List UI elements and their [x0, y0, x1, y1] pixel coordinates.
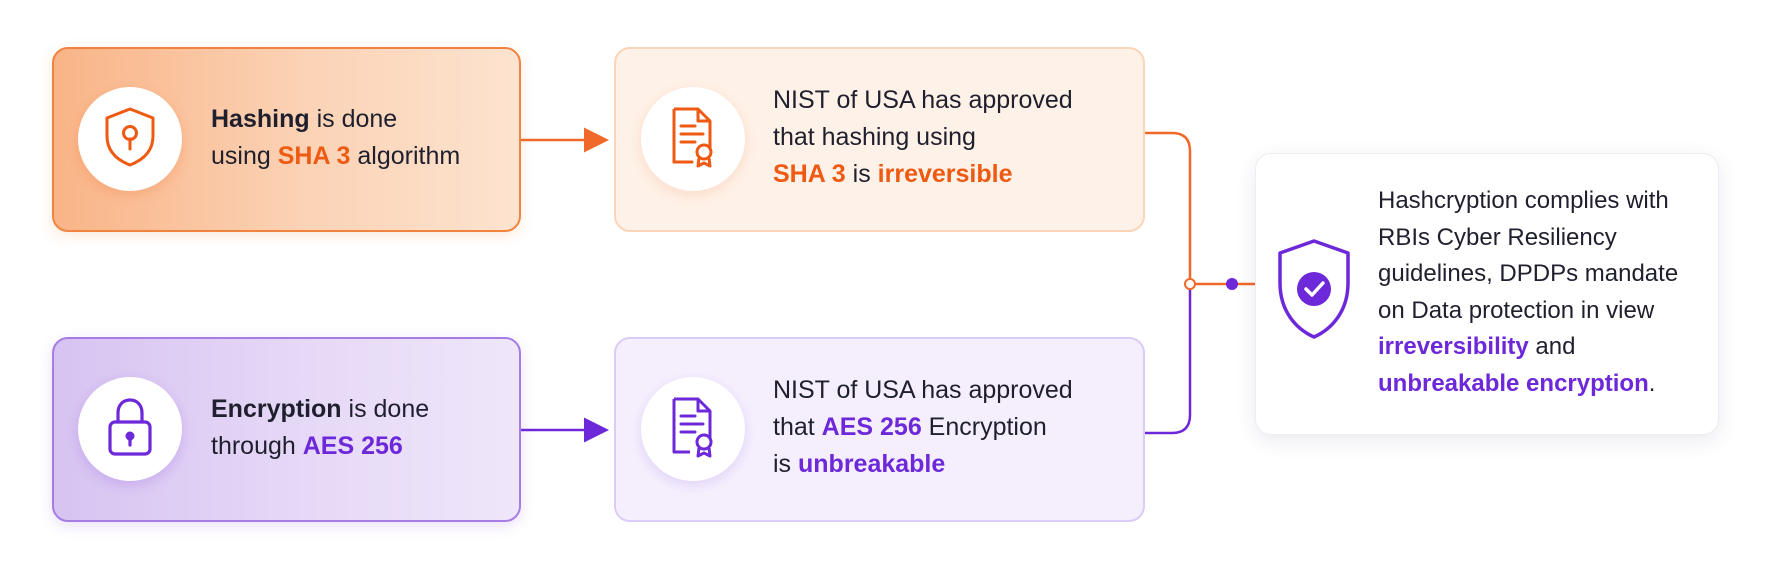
hashing-bold: Hashing: [211, 105, 310, 133]
nist-hashing-card: NIST of USA has approved that hashing us…: [614, 47, 1145, 232]
junction-dot-filled: [1226, 278, 1238, 290]
aes256-highlight: AES 256: [302, 432, 403, 460]
encryption-icon-circle: [78, 377, 182, 481]
junction-dot-open: [1184, 278, 1196, 290]
hashing-text: Hashing is done using SHA 3 algorithm: [211, 105, 461, 170]
nist-hash-icon-circle: [641, 87, 745, 191]
nist-enc-connector: [1145, 284, 1192, 435]
certificate-icon: [668, 106, 718, 173]
nist-enc-text: NIST of USA has approved that AES 256 En…: [773, 376, 1073, 478]
irreversible-highlight: irreversible: [877, 160, 1013, 188]
unbreakable-highlight: unbreakable: [798, 450, 946, 478]
hashing-icon-circle: [78, 87, 182, 191]
irreversibility-highlight: irreversibility: [1378, 333, 1529, 360]
encryption-bold: Encryption: [211, 395, 342, 423]
hashing-card: Hashing is done using SHA 3 algorithm: [52, 47, 521, 232]
nist-hash-connector: [1145, 131, 1192, 284]
certificate-icon: [668, 396, 718, 463]
nist-enc-icon-circle: [641, 377, 745, 481]
aes256-highlight: AES 256: [821, 413, 922, 441]
unbreakable-encryption-highlight: unbreakable encryption: [1378, 369, 1649, 397]
nist-hash-text: NIST of USA has approved that hashing us…: [773, 86, 1073, 188]
encryption-text: Encryption is done through AES 256: [211, 395, 430, 460]
shield-check-icon: [1276, 237, 1352, 348]
shield-keyhole-icon: [102, 106, 158, 173]
padlock-icon: [105, 396, 155, 463]
sha3-highlight: SHA 3: [277, 142, 351, 170]
nist-encryption-card: NIST of USA has approved that AES 256 En…: [614, 337, 1145, 522]
sha3-highlight: SHA 3: [773, 160, 846, 188]
compliance-text: Hashcryption complies with RBIs Cyber Re…: [1378, 187, 1679, 397]
encryption-card: Encryption is done through AES 256: [52, 337, 521, 522]
compliance-card: Hashcryption complies with RBIs Cyber Re…: [1255, 153, 1719, 435]
